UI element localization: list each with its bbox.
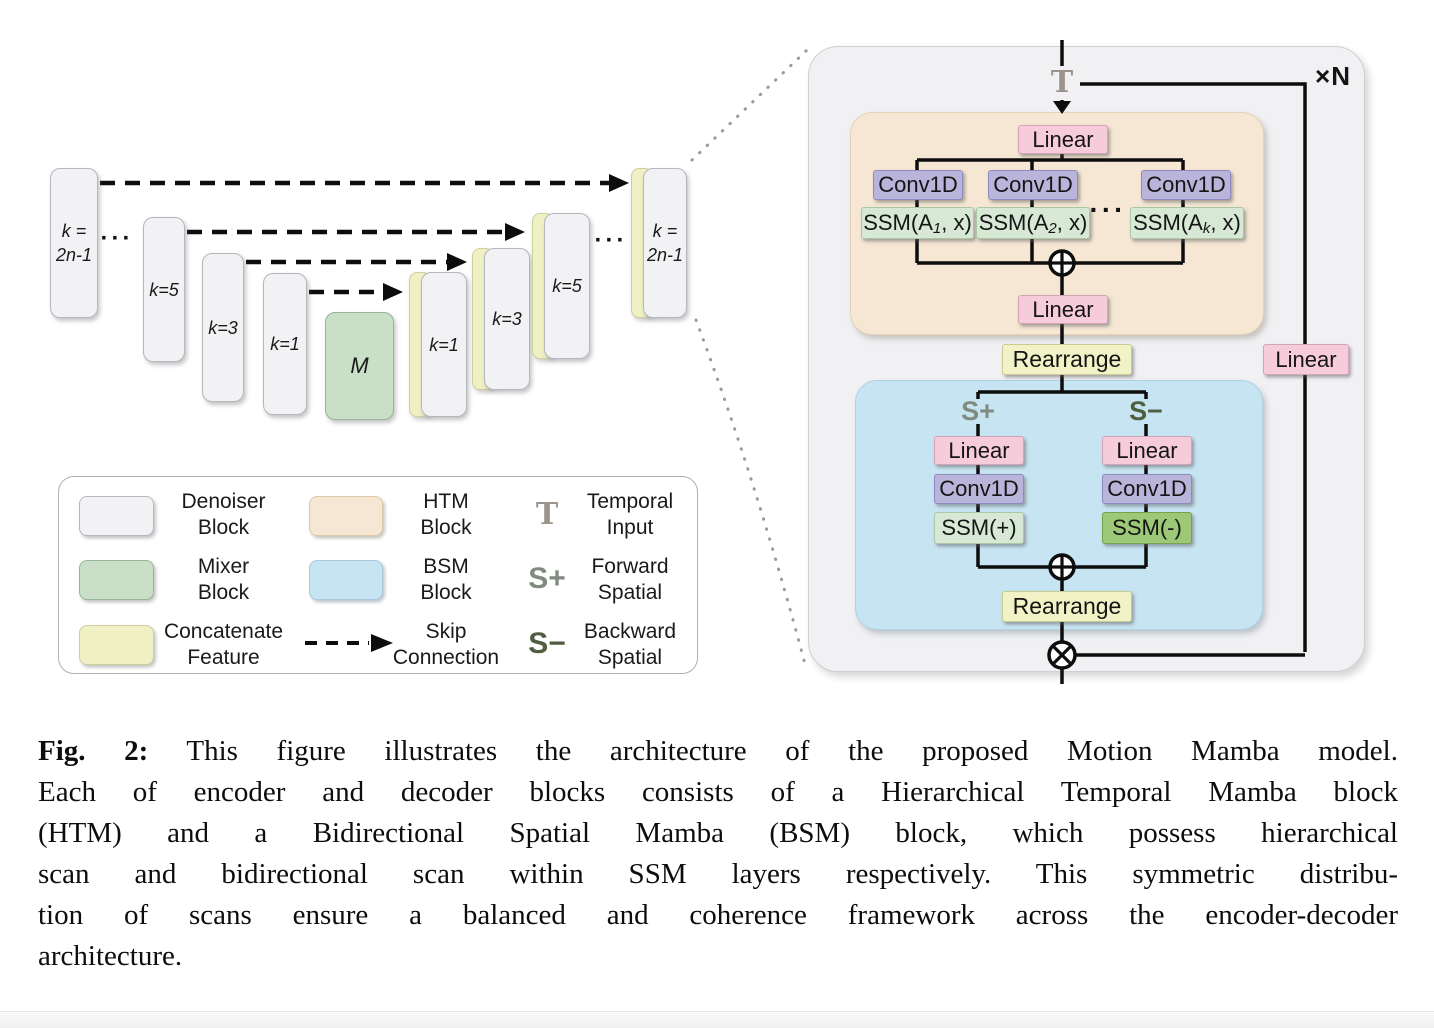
ssm-text: , x) — [1056, 210, 1088, 235]
decoder-block-k5: k=5 — [544, 213, 590, 359]
caption-line-3: (HTM) and a Bidirectional Spatial Mamba … — [38, 817, 1398, 849]
ssm-subscript: k — [1202, 219, 1211, 237]
caption-line-6: architecture. — [38, 940, 183, 972]
ssm-text: SSM(A — [863, 210, 933, 235]
encoder-block-k1: k=1 — [263, 273, 307, 415]
legend-forward-symbol: S+ — [528, 562, 566, 595]
rearrange-bottom: Rearrange — [1002, 591, 1132, 622]
skip-arrowhead-4 — [383, 283, 403, 301]
ssm-text: SSM(A — [1133, 210, 1203, 235]
skip-connection-icon — [305, 634, 393, 652]
mixer-block-swatch — [79, 560, 154, 600]
skip-arrowhead-2 — [505, 223, 525, 241]
bsm-forward-linear: Linear — [934, 436, 1024, 465]
caption-line-4: scan and bidirectional scan within SSM l… — [38, 858, 1398, 890]
legend-backward-symbol: S− — [528, 627, 566, 660]
legend-temporal-symbol: T — [535, 496, 559, 532]
htm-block-swatch — [309, 496, 383, 536]
zoom-indicator-line-bottom — [694, 318, 807, 666]
ssm-text: , x) — [941, 210, 972, 235]
decoder-block-k1: k=1 — [421, 272, 467, 417]
ssm-subscript: 2 — [1048, 219, 1057, 237]
caption-figure-label: Fig. 2: — [38, 735, 149, 767]
decoder-ellipsis: ··· — [594, 227, 628, 254]
ssm-text: , x) — [1210, 210, 1241, 235]
denoiser-block-swatch — [79, 496, 154, 536]
ssm-subscript: 1 — [932, 219, 942, 237]
decoder-block-label: k =2n-1 — [646, 221, 684, 265]
bsm-backward-conv1d: Conv1D — [1102, 474, 1192, 504]
repeat-n-label: ×N — [1315, 60, 1351, 91]
ssm-text: SSM(A — [978, 210, 1049, 235]
encoder-block-k5: k=5 — [143, 217, 185, 362]
caption-line-5: tion of scans ensure a balanced and cohe… — [38, 899, 1398, 931]
bsm-forward-conv1d: Conv1D — [934, 474, 1024, 504]
forward-spatial-label: S+ — [961, 395, 995, 426]
encoder-block-label: k =2n-1 — [55, 221, 93, 265]
next-page-edge — [0, 1011, 1434, 1028]
htm-conv1d-2: Conv1D — [988, 170, 1078, 200]
encoder-block-2n-1: k =2n-1 — [50, 168, 98, 318]
bsm-ssm-backward: SSM(-) — [1102, 512, 1192, 544]
htm-conv1d-3: Conv1D — [1141, 170, 1231, 200]
htm-linear-top: Linear — [1018, 125, 1108, 154]
encoder-block-k3: k=3 — [202, 253, 244, 402]
caption-text: This figure illustrates the architecture… — [186, 735, 1398, 767]
htm-branch-ellipsis: ··· — [1089, 194, 1127, 225]
caption-line-2: Each of encoder and decoder blocks consi… — [38, 776, 1398, 808]
bsm-backward-linear: Linear — [1102, 436, 1192, 465]
concat-feature-swatch — [79, 625, 154, 665]
figure-caption: Fig. 2: This figure illustrates the arch… — [38, 731, 1398, 977]
zoom-indicator-line-top — [690, 48, 809, 162]
temporal-input-symbol: T — [1050, 64, 1074, 100]
htm-linear-bottom: Linear — [1018, 295, 1108, 324]
decoder-block-k3: k=3 — [484, 248, 530, 390]
encoder-ellipsis: ··· — [100, 225, 134, 252]
caption-line-1: Fig. 2: This figure illustrates the arch… — [38, 731, 1398, 772]
htm-conv1d-1: Conv1D — [873, 170, 963, 200]
bsm-block-swatch — [309, 560, 383, 600]
bsm-ssm-forward: SSM(+) — [934, 512, 1024, 544]
skip-linear: Linear — [1263, 344, 1349, 375]
backward-spatial-label: S− — [1129, 395, 1163, 426]
mixer-block: M — [325, 312, 394, 420]
decoder-block-2n-1: k =2n-1 — [643, 168, 687, 318]
skip-arrowhead-3 — [447, 253, 467, 271]
rearrange-top: Rearrange — [1002, 344, 1132, 375]
skip-arrowhead-1 — [609, 174, 629, 192]
